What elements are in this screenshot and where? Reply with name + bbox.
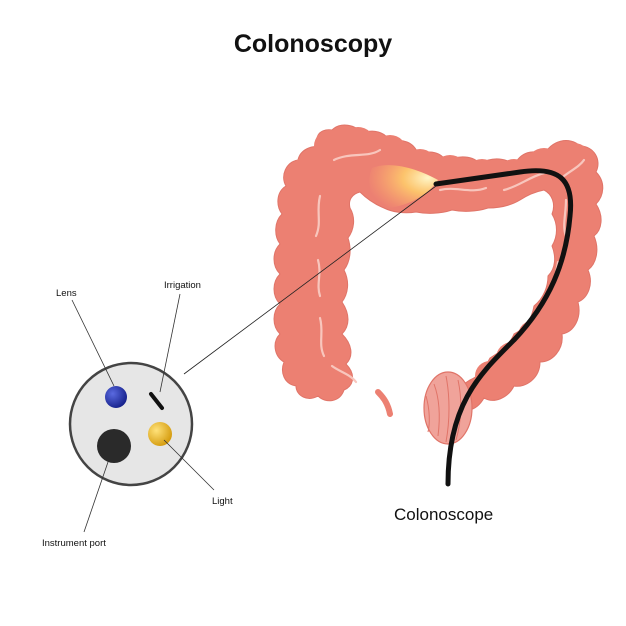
rectum (423, 371, 473, 445)
scope-tip-detail (68, 361, 194, 487)
colon (273, 124, 604, 445)
page-title: Colonoscopy (234, 30, 392, 58)
zoom-pointer-line (183, 185, 437, 375)
label-lens: Lens (56, 288, 77, 299)
scope-light-glow (369, 165, 438, 208)
scope-tip-circle (68, 361, 194, 487)
label-light: Light (212, 496, 233, 507)
haustra-bumps (283, 127, 601, 393)
irrigation-slot (149, 392, 164, 410)
label-irrigation: Irrigation (164, 280, 201, 291)
light-dot (148, 422, 172, 446)
lens-dot (105, 386, 127, 408)
appendix (375, 389, 393, 417)
colonoscope-tube (433, 168, 574, 487)
label-instrument-port: Instrument port (42, 538, 106, 549)
instrument-port-dot (97, 429, 131, 463)
label-leaders (71, 293, 215, 533)
label-colonoscope: Colonoscope (394, 505, 493, 524)
